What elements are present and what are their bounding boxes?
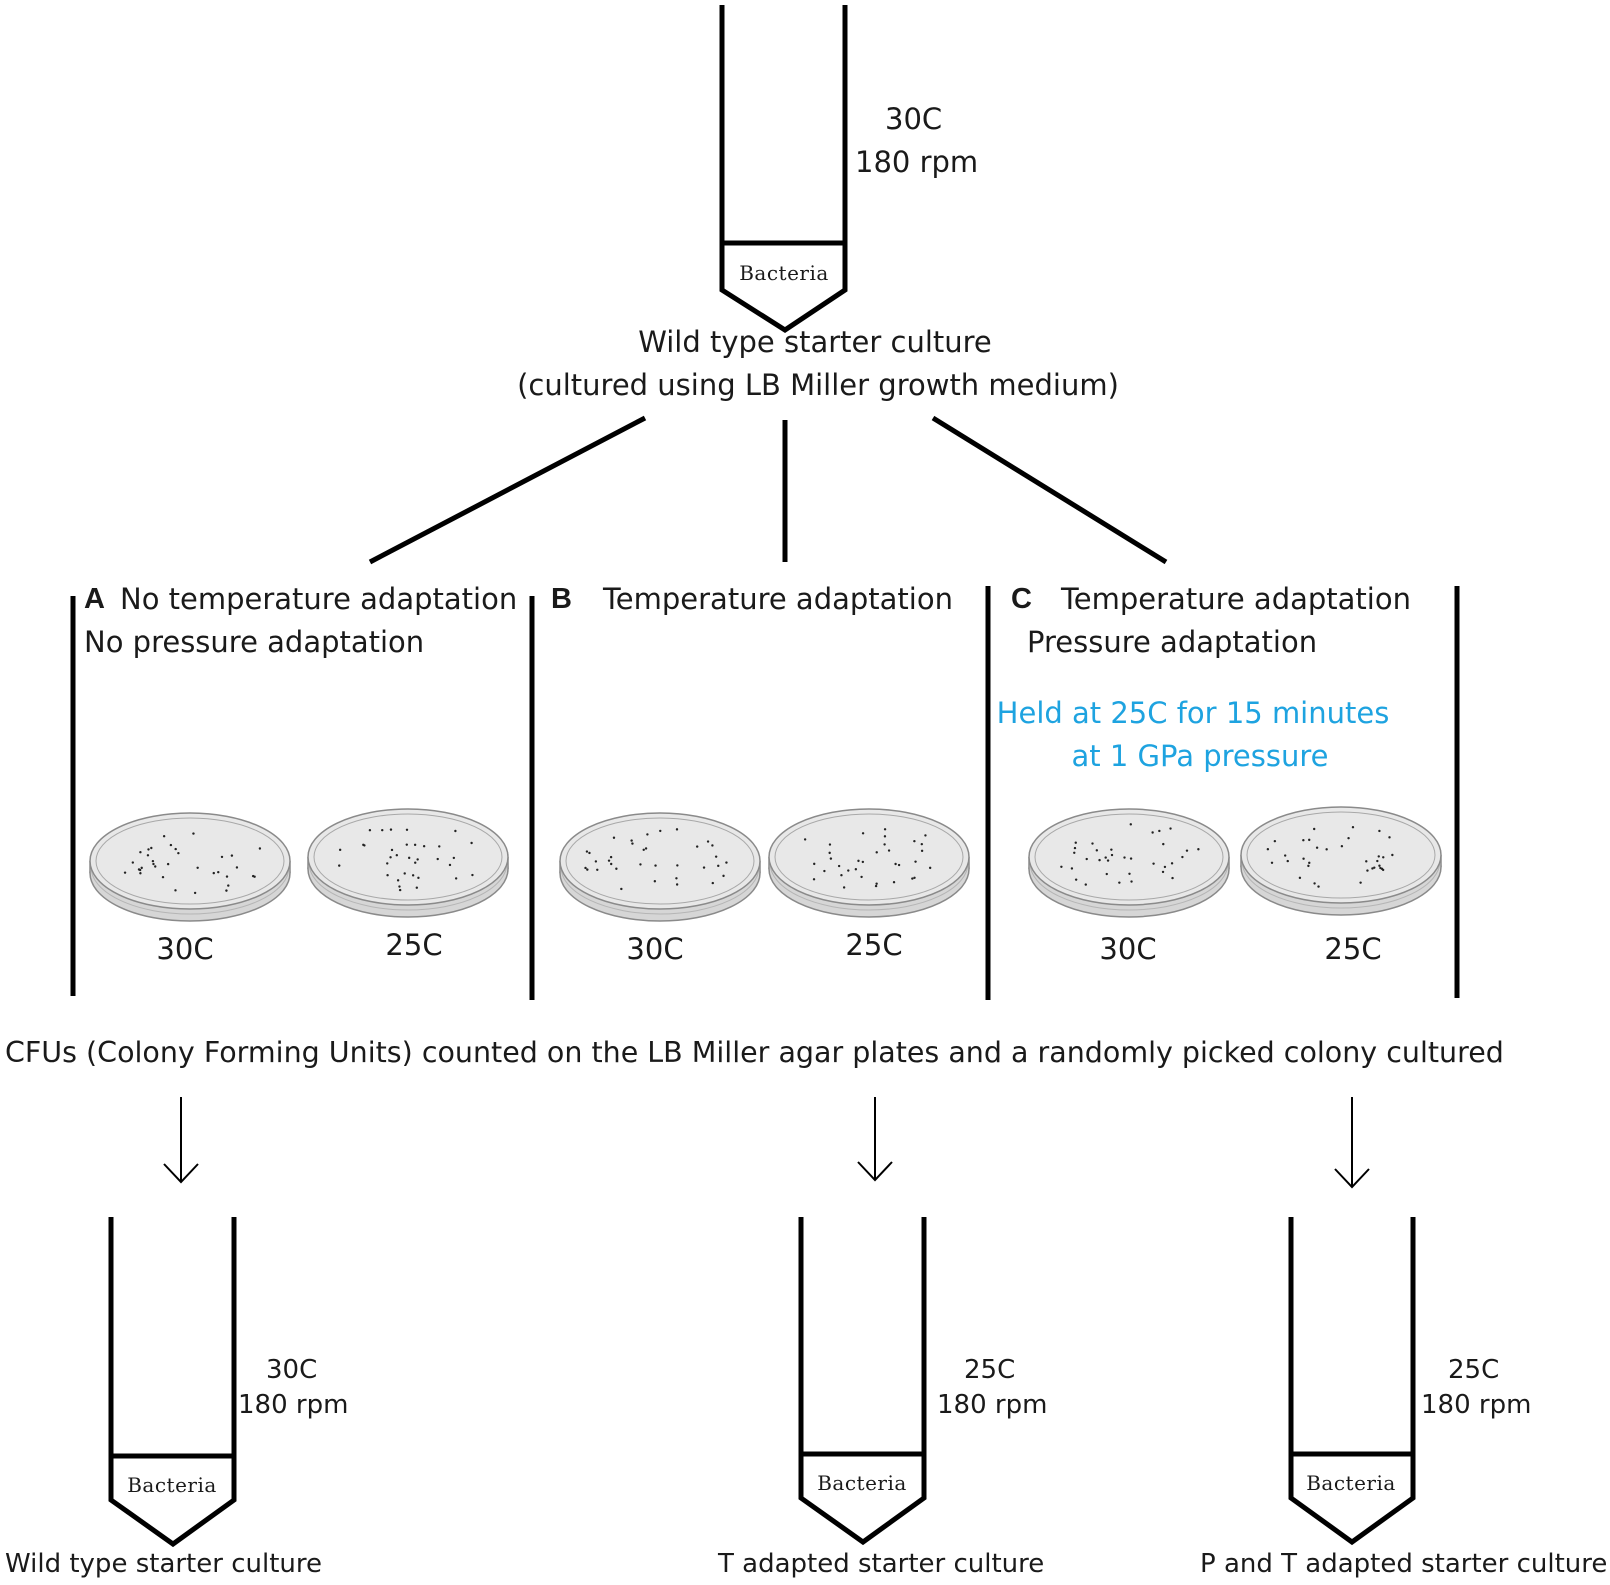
panel-c-letter: C	[1011, 583, 1032, 615]
top-tube	[719, 5, 848, 333]
bottom-left-rpm: 180 rpm	[238, 1390, 349, 1420]
petri-plates	[89, 806, 1442, 922]
bottom-tube-left	[108, 1217, 237, 1548]
bottom-right-caption: P and T adapted starter culture	[1200, 1549, 1608, 1579]
branch-lines	[368, 415, 1168, 565]
bottom-middle-tube-label: Bacteria	[817, 1471, 907, 1495]
panel-c-note-line1: Held at 25C for 15 minutes	[996, 696, 1390, 730]
top-title-line2: (cultured using LB Miller growth medium)	[517, 368, 1119, 402]
panel-c-plate-25c	[1240, 806, 1442, 916]
bottom-left-temp: 30C	[266, 1355, 318, 1385]
panel-c-plate-right-label: 25C	[1324, 932, 1382, 966]
bottom-middle-rpm: 180 rpm	[937, 1390, 1048, 1420]
top-title-line1: Wild type starter culture	[638, 325, 992, 359]
panel-c-note-line2: at 1 GPa pressure	[1071, 739, 1329, 773]
arrow-right	[1334, 1097, 1370, 1189]
branch-line-a	[368, 415, 647, 565]
top-rpm: 180 rpm	[855, 145, 979, 179]
panel-c-line1: Temperature adaptation	[1061, 582, 1411, 616]
panel-b-plate-right-label: 25C	[845, 928, 903, 962]
top-tube-label: Bacteria	[739, 261, 829, 285]
panel-b-letter: B	[551, 583, 572, 615]
cfu-description: CFUs (Colony Forming Units) counted on t…	[5, 1036, 1504, 1069]
panel-a-plate-30c	[89, 812, 291, 922]
bottom-left-caption: Wild type starter culture	[5, 1549, 322, 1579]
bottom-middle-caption: T adapted starter culture	[718, 1549, 1045, 1579]
panel-a-line2: No pressure adaptation	[84, 625, 425, 659]
arrows	[163, 1097, 1370, 1189]
panel-c-line2: Pressure adaptation	[1027, 625, 1318, 659]
panel-c-plate-left-label: 30C	[1099, 932, 1157, 966]
panel-b-plate-25c	[768, 808, 970, 918]
panel-b-plate-left-label: 30C	[626, 932, 684, 966]
panel-b-plate-30c	[559, 812, 761, 922]
panel-dividers	[70, 586, 1460, 1000]
bottom-right-tube-label: Bacteria	[1306, 1471, 1396, 1495]
bottom-middle-temp: 25C	[964, 1355, 1016, 1385]
panel-b-line1: Temperature adaptation	[603, 582, 953, 616]
bottom-right-rpm: 180 rpm	[1421, 1390, 1532, 1420]
panel-a-plate-left-label: 30C	[156, 932, 214, 966]
top-temp: 30C	[885, 102, 943, 136]
panel-a-plate-right-label: 25C	[385, 928, 443, 962]
bottom-right-temp: 25C	[1448, 1355, 1500, 1385]
panel-a-line1: No temperature adaptation	[120, 582, 518, 616]
panel-a-plate-25c	[307, 808, 509, 918]
bottom-left-tube-label: Bacteria	[127, 1473, 217, 1497]
bottom-tube-right	[1288, 1217, 1416, 1546]
branch-line-c	[931, 415, 1168, 565]
arrow-left	[163, 1097, 199, 1184]
panel-c-plate-30c	[1028, 808, 1230, 918]
panel-a-letter: A	[84, 583, 105, 615]
bottom-tube-middle	[798, 1217, 927, 1546]
arrow-middle	[857, 1097, 893, 1182]
